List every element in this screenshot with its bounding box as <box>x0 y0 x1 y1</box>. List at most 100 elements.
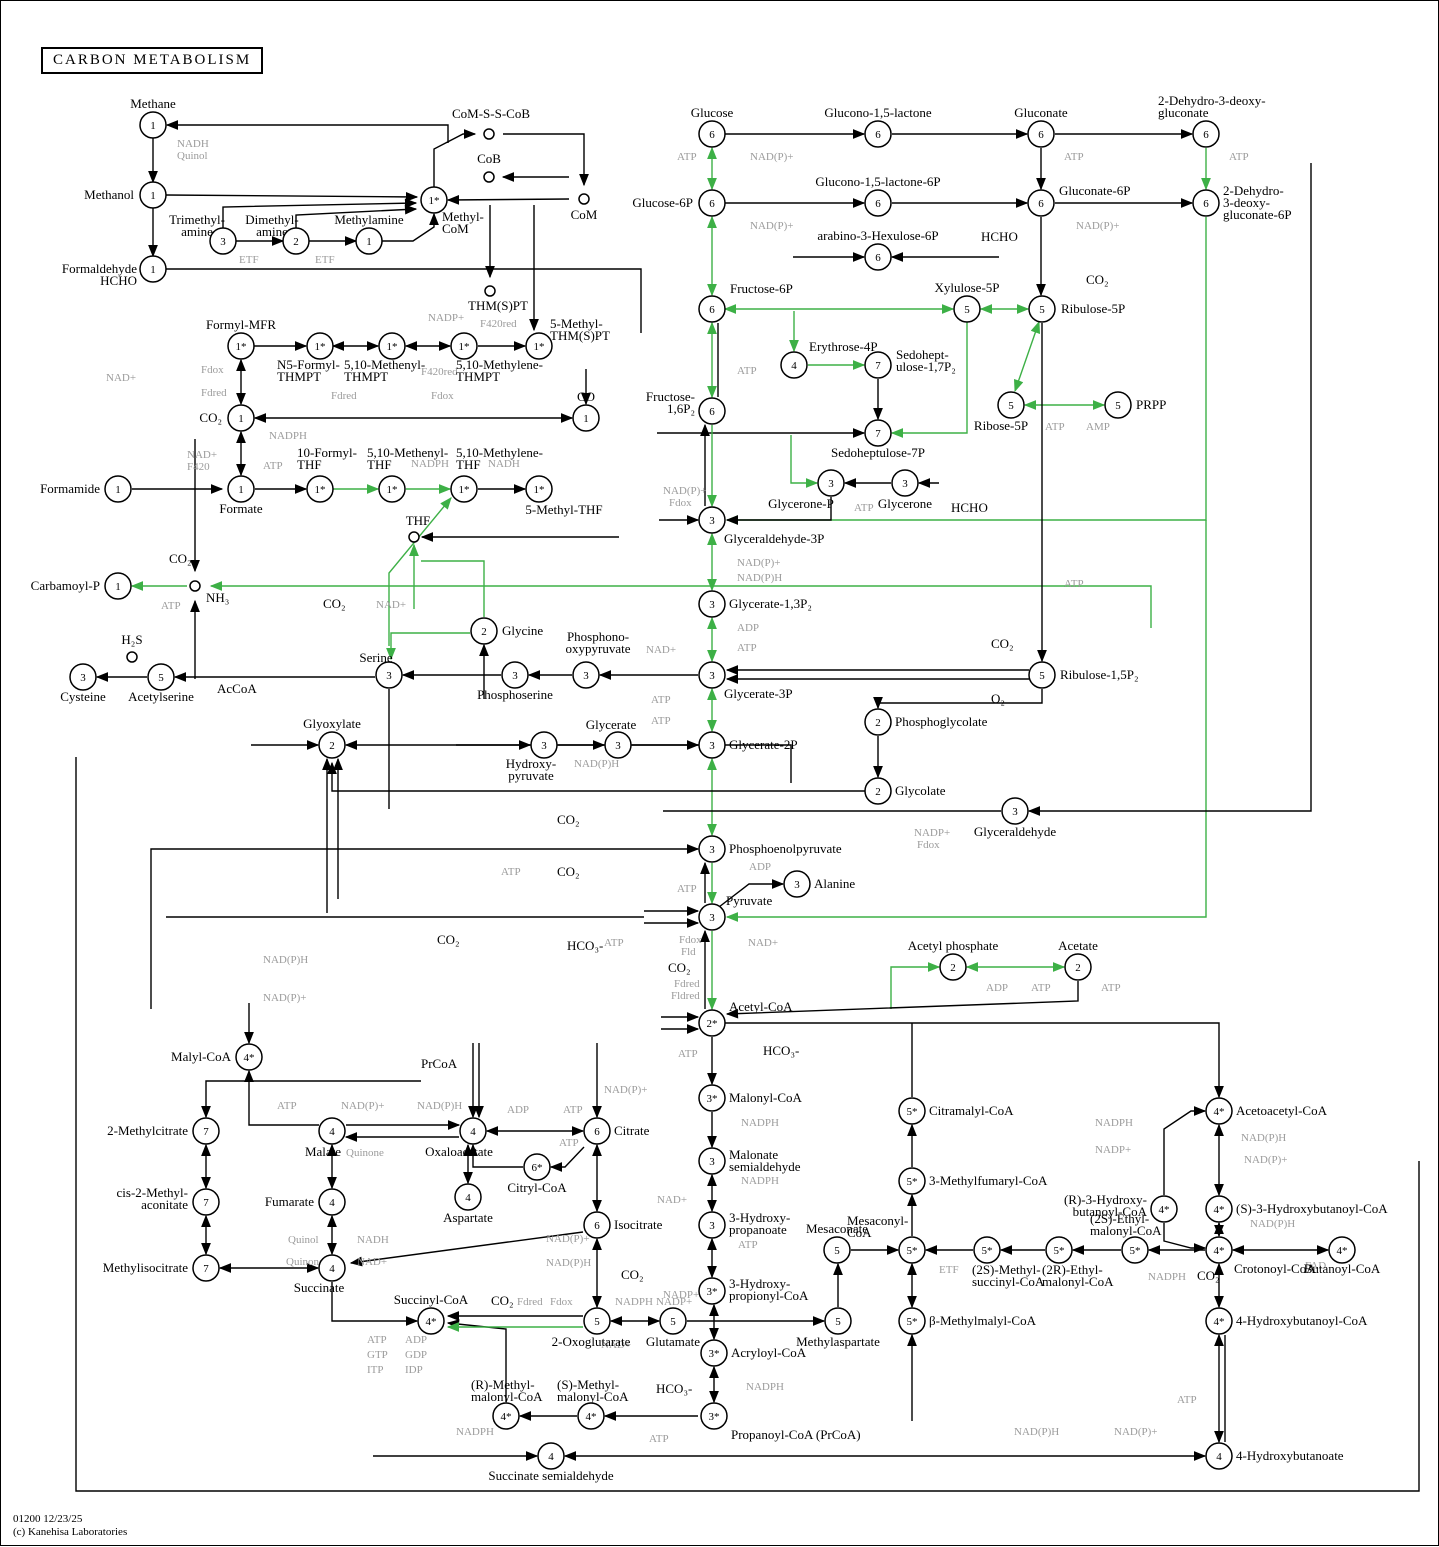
node-glycolate[interactable]: 2 <box>864 777 892 805</box>
node-oxoglutarate[interactable]: 5 <box>583 1307 611 1335</box>
node-trimethylamine[interactable]: 3 <box>209 227 237 255</box>
node-gap[interactable]: 3 <box>698 506 726 534</box>
node-glycine[interactable]: 2 <box>470 617 498 645</box>
node-thf[interactable] <box>408 531 420 543</box>
node-pep[interactable]: 3 <box>698 835 726 863</box>
node-nh3[interactable] <box>189 580 201 592</box>
node-cysteine[interactable]: 3 <box>69 663 97 691</box>
node-aspartate[interactable]: 4 <box>454 1183 482 1211</box>
node-glycerone[interactable]: 3 <box>891 469 919 497</box>
node-formamide[interactable]: 1 <box>104 475 132 503</box>
node-methylsuccinylcoa[interactable]: 5* <box>973 1236 1001 1264</box>
node-glycerate3p[interactable]: 3 <box>698 661 726 689</box>
node-formylthf[interactable]: 1* <box>306 475 334 503</box>
node-formylmfr[interactable]: 1* <box>227 332 255 360</box>
node-conode[interactable]: 1 <box>572 404 600 432</box>
node-hydroxypropionylcoa[interactable]: 3* <box>698 1277 726 1305</box>
node-methylcitrate[interactable]: 7 <box>192 1117 220 1145</box>
node-com[interactable] <box>578 193 590 205</box>
node-methenylthmpt[interactable]: 1* <box>378 332 406 360</box>
node-glycerate13p2[interactable]: 3 <box>698 590 726 618</box>
node-acetylcoa[interactable]: 2* <box>698 1009 726 1037</box>
node-glyoxylate[interactable]: 2 <box>318 731 346 759</box>
node-malonatesemialdehyde[interactable]: 3 <box>698 1147 726 1175</box>
node-propanoylcoa[interactable]: 3* <box>700 1402 728 1430</box>
node-butanoylcoa[interactable]: 4* <box>1328 1236 1356 1264</box>
node-acetylphosphate[interactable]: 2 <box>939 953 967 981</box>
node-prpp[interactable]: 5 <box>1104 391 1132 419</box>
node-citrylcoa[interactable]: 6* <box>523 1153 551 1181</box>
node-fructose16p2[interactable]: 6 <box>698 397 726 425</box>
node-phosphoserine[interactable]: 3 <box>501 661 529 689</box>
node-glucose[interactable]: 6 <box>698 120 726 148</box>
node-fructose6p[interactable]: 6 <box>698 295 726 323</box>
node-kdg[interactable]: 6 <box>1192 120 1220 148</box>
node-methane[interactable]: 1 <box>139 111 167 139</box>
node-methylthmspt[interactable]: 1* <box>525 332 553 360</box>
node-formaldehyde[interactable]: 1 <box>139 255 167 283</box>
node-methylamine[interactable]: 1 <box>355 227 383 255</box>
node-ssa[interactable]: 4 <box>537 1442 565 1470</box>
node-mesaconate[interactable]: 5 <box>823 1236 851 1264</box>
node-gluconolactone[interactable]: 6 <box>864 120 892 148</box>
node-gluconate6p[interactable]: 6 <box>1027 189 1055 217</box>
node-methylthf[interactable]: 1* <box>525 475 553 503</box>
node-succinatenode[interactable]: 4 <box>318 1254 346 1282</box>
node-serine[interactable]: 3 <box>375 661 403 689</box>
node-citrate[interactable]: 6 <box>583 1117 611 1145</box>
node-carbamoylp[interactable]: 1 <box>104 572 132 600</box>
node-methylfumarylcoa[interactable]: 5* <box>898 1167 926 1195</box>
node-rethylmalonylcoa[interactable]: 5* <box>1045 1236 1073 1264</box>
node-rmethylmalonylcoa[interactable]: 4* <box>492 1402 520 1430</box>
node-hexulose6p[interactable]: 6 <box>864 243 892 271</box>
node-ribulose15p2[interactable]: 5 <box>1028 661 1056 689</box>
node-acetylserine[interactable]: 5 <box>147 663 175 691</box>
node-smethylmalonylcoa[interactable]: 4* <box>577 1402 605 1430</box>
node-dimethylamine[interactable]: 2 <box>282 227 310 255</box>
node-hydroxypyruvate[interactable]: 3 <box>530 731 558 759</box>
node-fumarate[interactable]: 4 <box>318 1188 346 1216</box>
node-methylcom[interactable]: 1* <box>420 186 448 214</box>
node-malylcoa[interactable]: 4* <box>235 1043 263 1071</box>
node-hydroxybutanoylcoa[interactable]: 4* <box>1205 1307 1233 1335</box>
node-phosphonooxypyruvate[interactable]: 3 <box>572 661 600 689</box>
node-oxaloacetate[interactable]: 4 <box>459 1117 487 1145</box>
node-glyceronep[interactable]: 3 <box>817 469 845 497</box>
node-malonylcoa[interactable]: 3* <box>698 1084 726 1112</box>
node-acryloylcoa[interactable]: 3* <box>700 1339 728 1367</box>
node-malate[interactable]: 4 <box>318 1117 346 1145</box>
node-comsscob[interactable] <box>483 128 495 140</box>
node-cis2methylaconitate[interactable]: 7 <box>192 1188 220 1216</box>
node-pyruvatenode[interactable]: 3 <box>698 903 726 931</box>
node-acetatenode[interactable]: 2 <box>1064 953 1092 981</box>
node-betamethylmalylcoa[interactable]: 5* <box>898 1307 926 1335</box>
node-glucose6p[interactable]: 6 <box>698 189 726 217</box>
node-isocitrate[interactable]: 6 <box>583 1211 611 1239</box>
node-glutamate[interactable]: 5 <box>659 1307 687 1335</box>
node-glyceraldehydenode[interactable]: 3 <box>1001 797 1029 825</box>
node-methylaspartate[interactable]: 5 <box>824 1307 852 1335</box>
node-co2node[interactable]: 1 <box>227 404 255 432</box>
node-erythrose4p[interactable]: 4 <box>780 351 808 379</box>
node-citramalylcoa[interactable]: 5* <box>898 1097 926 1125</box>
node-methanol[interactable]: 1 <box>139 181 167 209</box>
node-s3hbcoa[interactable]: 4* <box>1205 1195 1233 1223</box>
node-gluconate[interactable]: 6 <box>1027 120 1055 148</box>
node-h2s[interactable] <box>126 651 138 663</box>
node-crotonoylcoa[interactable]: 4* <box>1205 1236 1233 1264</box>
node-xylulose5p[interactable]: 5 <box>953 295 981 323</box>
node-methylenethf[interactable]: 1* <box>450 475 478 503</box>
node-gluconolactone6p[interactable]: 6 <box>864 189 892 217</box>
node-glyceratenode[interactable]: 3 <box>604 731 632 759</box>
node-alanine[interactable]: 3 <box>783 870 811 898</box>
node-succinylcoa[interactable]: 4* <box>417 1307 445 1335</box>
node-mesaconylcoa[interactable]: 5* <box>898 1236 926 1264</box>
node-sethylmalonylcoa[interactable]: 5* <box>1121 1236 1149 1264</box>
node-hydroxypropanoate[interactable]: 3 <box>698 1211 726 1239</box>
node-thmspt[interactable] <box>484 285 496 297</box>
node-sedoheptulose7p[interactable]: 7 <box>864 419 892 447</box>
node-formate[interactable]: 1 <box>227 475 255 503</box>
node-r3hbcoa[interactable]: 4* <box>1150 1195 1178 1223</box>
node-methylenethmpt[interactable]: 1* <box>450 332 478 360</box>
node-cob[interactable] <box>483 171 495 183</box>
